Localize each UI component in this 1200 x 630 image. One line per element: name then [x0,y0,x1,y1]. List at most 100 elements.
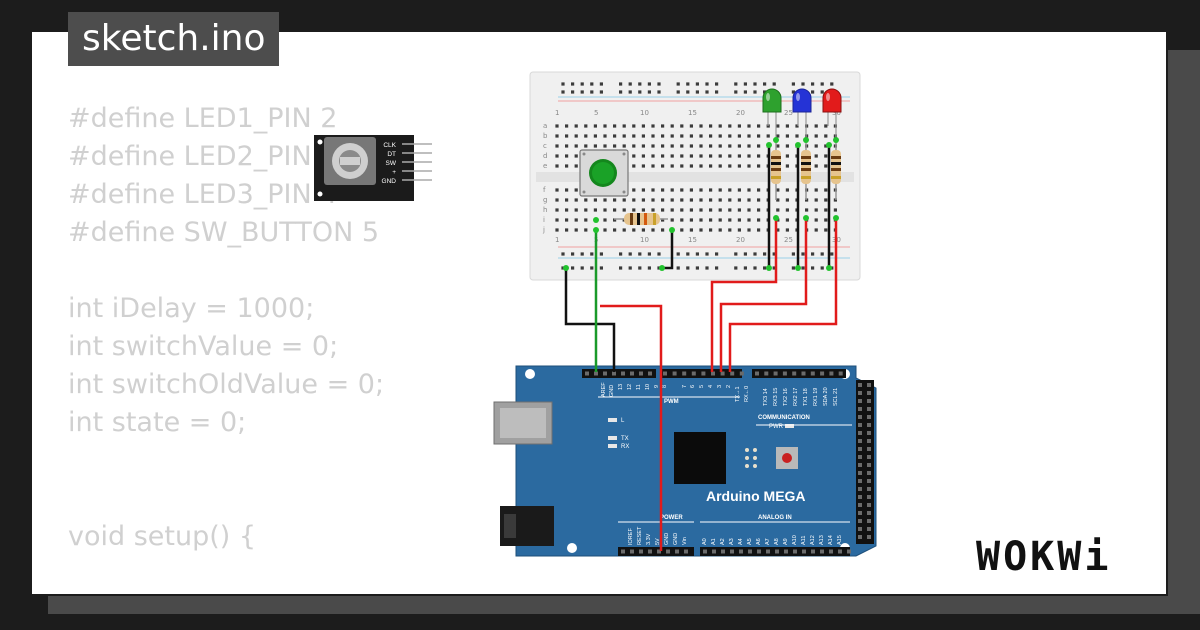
pin-label: A8 [774,538,780,545]
encoder-pin-label: GND [382,178,397,185]
column-number: 15 [688,236,697,244]
led-red[interactable] [822,88,842,140]
board-name: Arduino MEGA [706,488,806,504]
row-letter: i [543,216,545,224]
pin-label: 6 [690,385,696,388]
wire-endpoints [563,137,839,271]
l-led-label: L [621,418,625,424]
pin-label: 10 [645,384,651,390]
pin-label: 7 [682,385,688,388]
analog-label: ANALOG IN [758,515,792,521]
column-number: 20 [736,236,745,244]
column-number: 10 [640,236,649,244]
led-green[interactable] [762,88,782,140]
column-number: 1 [555,236,559,244]
rotary-encoder[interactable]: CLK DT SW + GND [314,135,432,201]
pin-label: A12 [810,535,816,545]
row-letter: d [543,152,547,160]
header-pins [585,371,871,554]
column-number: 5 [594,109,598,117]
pin-label: 11 [636,384,642,390]
pin-label: GND [673,533,679,545]
pin-label: RESET [637,526,643,545]
file-tab[interactable]: sketch.ino [68,12,280,66]
pin-label: SCL 21 [833,388,839,406]
resistor-led3[interactable] [831,140,841,200]
pin-label: 13 [618,384,624,390]
column-number: 20 [736,109,745,117]
pin-label: A1 [711,538,717,545]
row-letter: j [542,226,545,234]
encoder-pin-label: SW [386,160,397,167]
pin-label: RX←0 [744,386,750,402]
breadboard[interactable]: 1 5 10 15 20 25 30 1 5 10 15 20 25 30 a … [529,71,861,281]
pin-label: 3 [717,385,723,388]
pin-label: 5V [655,538,661,545]
code-line: int state = 0; [68,407,247,438]
pin-label: RX2 17 [793,388,799,406]
breadboard-jumpers [662,145,831,270]
column-number: 15 [688,109,697,117]
breadboard-holes [555,82,837,270]
code-line: int iDelay = 1000; [68,293,315,324]
pin-label: TX2 16 [783,388,789,406]
resistor-led2[interactable] [801,140,811,200]
code-line: int switchOldValue = 0; [68,369,385,400]
pin-label: SDA 20 [823,387,829,406]
row-letter: b [543,132,548,140]
code-editor: #define LED1_PIN 2#define LED2_PIN 3#def… [68,100,384,556]
rx-led-label: RX [621,444,629,450]
pin-label: A11 [801,536,807,545]
pin-label: A5 [747,538,753,545]
pin-label: A7 [765,538,771,545]
code-line: #define SW_BUTTON 5 [68,217,380,248]
breadboard-row-letters: a b c d e f g h i j [542,122,548,234]
pin-label: RX1 19 [813,388,819,406]
pin-label: A9 [783,538,789,545]
board-wires [564,220,838,551]
wokwi-logo: WOKWi [976,534,1112,580]
column-number: 25 [784,236,793,244]
row-letter: a [543,122,547,130]
pin-label: Vin [682,537,688,545]
pin-label: A3 [729,538,735,545]
pin-label: 4 [708,385,714,388]
bottom-pin-labels: IOREF RESET 3.3V 5V GND GND Vin A0 A1 A2… [628,526,843,545]
resistor-pulldown[interactable] [614,213,668,225]
pin-label: RX3 15 [773,388,779,406]
column-number: 10 [640,109,649,117]
communication-label: COMMUNICATION [758,415,810,421]
pin-label: GND [664,533,670,545]
pin-label: IOREF [628,528,634,545]
row-letter: g [543,196,547,204]
pin-label: A4 [738,538,744,545]
pin-label: TX3 14 [763,388,769,406]
pin-label: A10 [792,535,798,545]
row-letter: e [543,162,547,170]
pwr-led-label: PWR [769,424,784,430]
pin-label: 8 [662,385,668,388]
push-button[interactable] [579,149,629,197]
pin-label: A2 [720,538,726,545]
pin-label: TX→1 [735,386,741,402]
led-blue[interactable] [792,88,812,140]
column-number: 25 [784,109,793,117]
pin-label: A0 [702,538,708,545]
column-number: 1 [555,109,559,117]
pin-label: 12 [627,384,633,390]
power-label: POWER [660,515,683,521]
encoder-pin-label: CLK [383,142,396,149]
code-line: #define LED1_PIN 2 [68,103,338,134]
row-letter: f [543,186,546,194]
top-pin-labels: AREF GND 13 12 11 10 9 8 7 6 5 4 3 2 TX→… [601,382,839,406]
pin-label: 2 [726,385,732,388]
row-letter: h [543,206,547,214]
encoder-pin-label: + [392,169,396,176]
pwm-label: PWM [664,399,679,405]
tx-led-label: TX [621,436,629,442]
pin-label: GND [609,385,615,397]
resistor-led1[interactable] [771,140,781,200]
arduino-mega-board[interactable]: Arduino MEGA PWM COMMUNICATION POWER ANA… [493,365,877,557]
pin-label: AREF [601,382,607,397]
row-letter: c [543,142,547,150]
